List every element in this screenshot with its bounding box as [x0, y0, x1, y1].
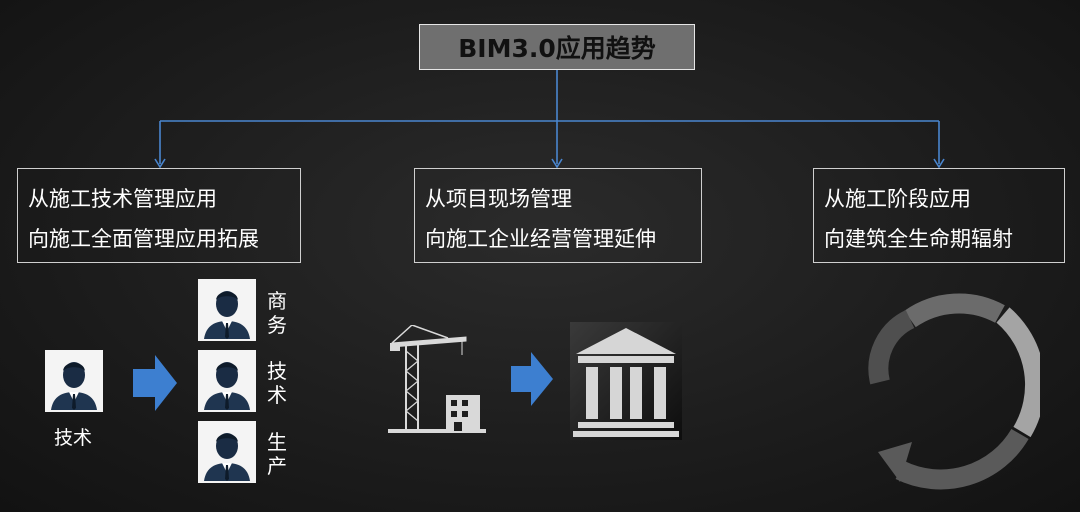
- institution-icon: [570, 322, 682, 440]
- role-label-production: 生产: [267, 430, 287, 478]
- branch-box-enterprise: 从项目现场管理 向施工企业经营管理延伸: [414, 168, 702, 263]
- person-icon: [45, 350, 103, 412]
- branch-line-2: 向施工企业经营管理延伸: [425, 227, 656, 251]
- branch-line-2: 向建筑全生命期辐射: [824, 227, 1013, 251]
- branch-line-1: 从项目现场管理: [425, 187, 572, 211]
- branch-line-1: 从施工阶段应用: [824, 187, 971, 211]
- person-icon: [198, 350, 256, 412]
- building-icon: [446, 395, 480, 431]
- right-arrow-icon: [133, 355, 177, 411]
- cycle-arrow-icon: [868, 293, 1040, 490]
- branch-line-2: 向施工全面管理应用拓展: [28, 227, 259, 251]
- tower-crane-icon: [388, 325, 486, 433]
- role-label-business: 商务: [267, 289, 287, 337]
- role-label-technical: 技术: [267, 359, 287, 407]
- branch-box-lifecycle: 从施工阶段应用 向建筑全生命期辐射: [813, 168, 1065, 263]
- branch-box-technical: 从施工技术管理应用 向施工全面管理应用拓展: [17, 168, 301, 263]
- role-label-source: 技术: [54, 427, 93, 449]
- person-icon: [198, 421, 256, 483]
- branch-line-1: 从施工技术管理应用: [28, 187, 217, 211]
- person-icon: [198, 279, 256, 341]
- right-arrow-icon: [511, 352, 553, 406]
- diagram-title: BIM3.0应用趋势: [419, 24, 695, 70]
